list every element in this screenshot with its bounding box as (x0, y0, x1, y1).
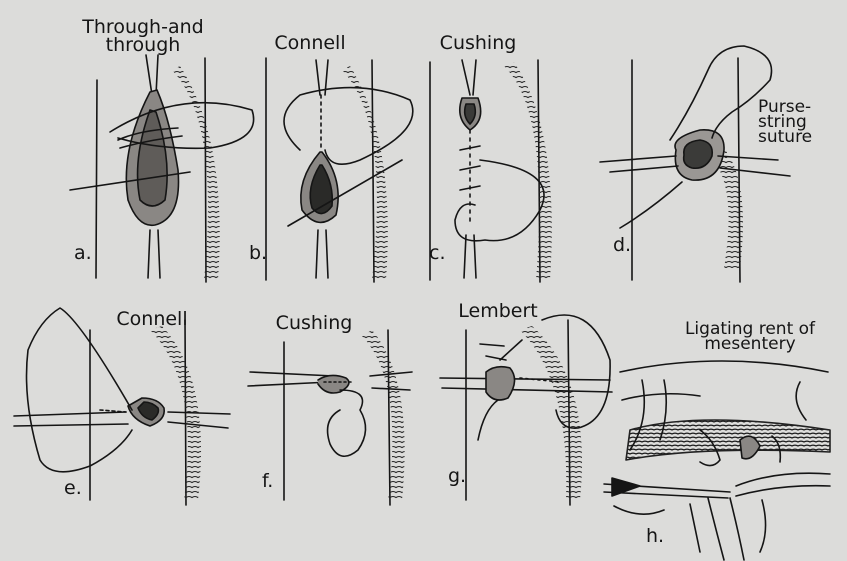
panel-e-letter: e. (64, 479, 82, 497)
panel-c-drawing (430, 60, 552, 282)
panel-e-title: Connell (116, 310, 187, 328)
panel-h-letter: h. (646, 527, 664, 545)
panel-d-letter: d. (613, 236, 631, 254)
panel-c-title: Cushing (440, 34, 517, 52)
panel-e-drawing (14, 308, 230, 505)
panel-b-title: Connell (274, 34, 345, 52)
panel-b-drawing (266, 58, 413, 282)
panel-d-title: Purse- string suture (758, 100, 812, 145)
panel-h-title: Ligating rent of mesentery (685, 322, 815, 352)
panel-b-letter: b. (249, 244, 267, 262)
panel-g-letter: g. (448, 467, 466, 485)
panel-f-letter: f. (262, 472, 273, 490)
panel-a-title: Through-and through (82, 18, 203, 54)
panel-c-letter: c. (429, 244, 446, 262)
panel-g-title: Lembert (458, 302, 537, 320)
panel-f-title: Cushing (276, 314, 353, 332)
panel-a-letter: a. (74, 244, 92, 262)
panel-h-drawing (604, 361, 830, 560)
panel-a-drawing (70, 55, 254, 282)
